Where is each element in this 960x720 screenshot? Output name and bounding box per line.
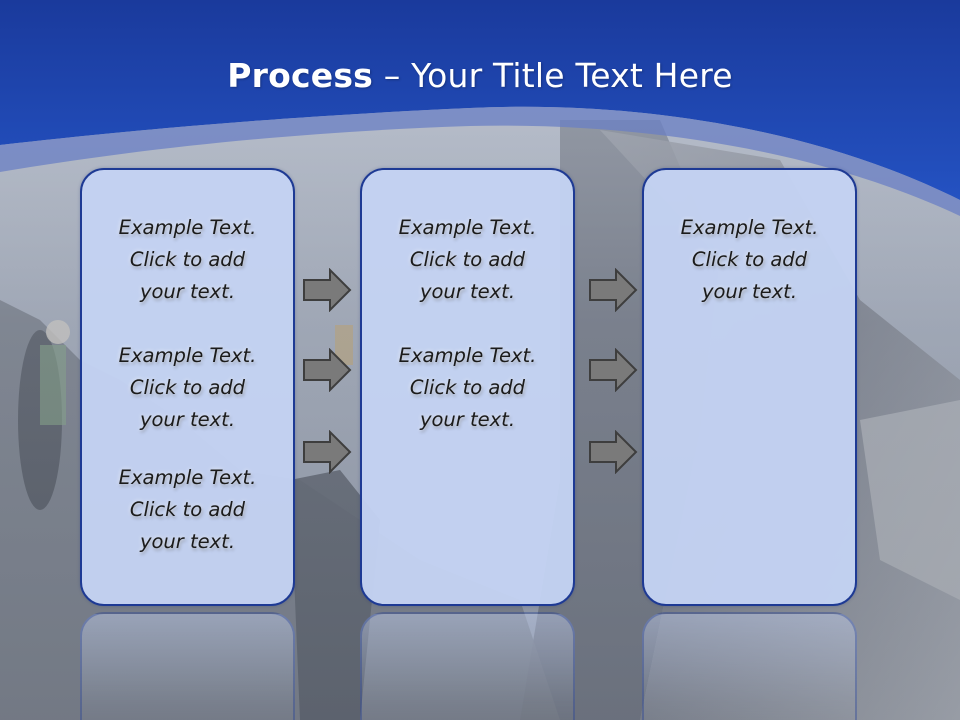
box-text-line: Example Text. — [118, 216, 257, 239]
box-reflection — [80, 612, 295, 720]
box-text-line: Click to add — [129, 498, 246, 521]
box-text-line: your text. — [701, 280, 798, 303]
box-reflection — [642, 612, 857, 720]
box-text-line: Example Text. — [398, 344, 537, 367]
slide-title[interactable]: Process – Your Title Text Here — [0, 56, 960, 96]
box-text-line: Click to add — [129, 248, 246, 271]
box-text-line: Click to add — [409, 248, 526, 271]
process-box-1[interactable]: Example Text. Click to add your text. Ex… — [80, 168, 295, 606]
box-text-line: Example Text. — [118, 344, 257, 367]
box-text-line: Example Text. — [680, 216, 819, 239]
box-text-block[interactable]: Example Text. Click to add your text. — [644, 212, 855, 308]
box-text-line: Click to add — [691, 248, 808, 271]
box-text-line: Click to add — [409, 376, 526, 399]
box-text-block[interactable]: Example Text. Click to add your text. — [362, 212, 573, 308]
box-text-line: your text. — [139, 530, 236, 553]
box-text-block[interactable]: Example Text. Click to add your text. — [362, 340, 573, 436]
box-text-line: Example Text. — [118, 466, 257, 489]
title-bold: Process — [227, 56, 374, 95]
right-arrow-icon[interactable] — [588, 348, 638, 392]
box-text-line: your text. — [139, 408, 236, 431]
right-arrow-icon[interactable] — [302, 430, 352, 474]
box-text-line: your text. — [139, 280, 236, 303]
box-reflection — [360, 612, 575, 720]
header-band — [0, 0, 960, 216]
process-box-3[interactable]: Example Text. Click to add your text. — [642, 168, 857, 606]
box-text-line: your text. — [419, 280, 516, 303]
box-text-block[interactable]: Example Text. Click to add your text. — [82, 462, 293, 558]
right-arrow-icon[interactable] — [302, 348, 352, 392]
right-arrow-icon[interactable] — [588, 268, 638, 312]
box-text-block[interactable]: Example Text. Click to add your text. — [82, 340, 293, 436]
process-box-2[interactable]: Example Text. Click to add your text. Ex… — [360, 168, 575, 606]
box-text-line: Click to add — [129, 376, 246, 399]
box-text-block[interactable]: Example Text. Click to add your text. — [82, 212, 293, 308]
right-arrow-icon[interactable] — [588, 430, 638, 474]
right-arrow-icon[interactable] — [302, 268, 352, 312]
title-rest: – Your Title Text Here — [373, 56, 733, 95]
box-text-line: your text. — [419, 408, 516, 431]
box-text-line: Example Text. — [398, 216, 537, 239]
